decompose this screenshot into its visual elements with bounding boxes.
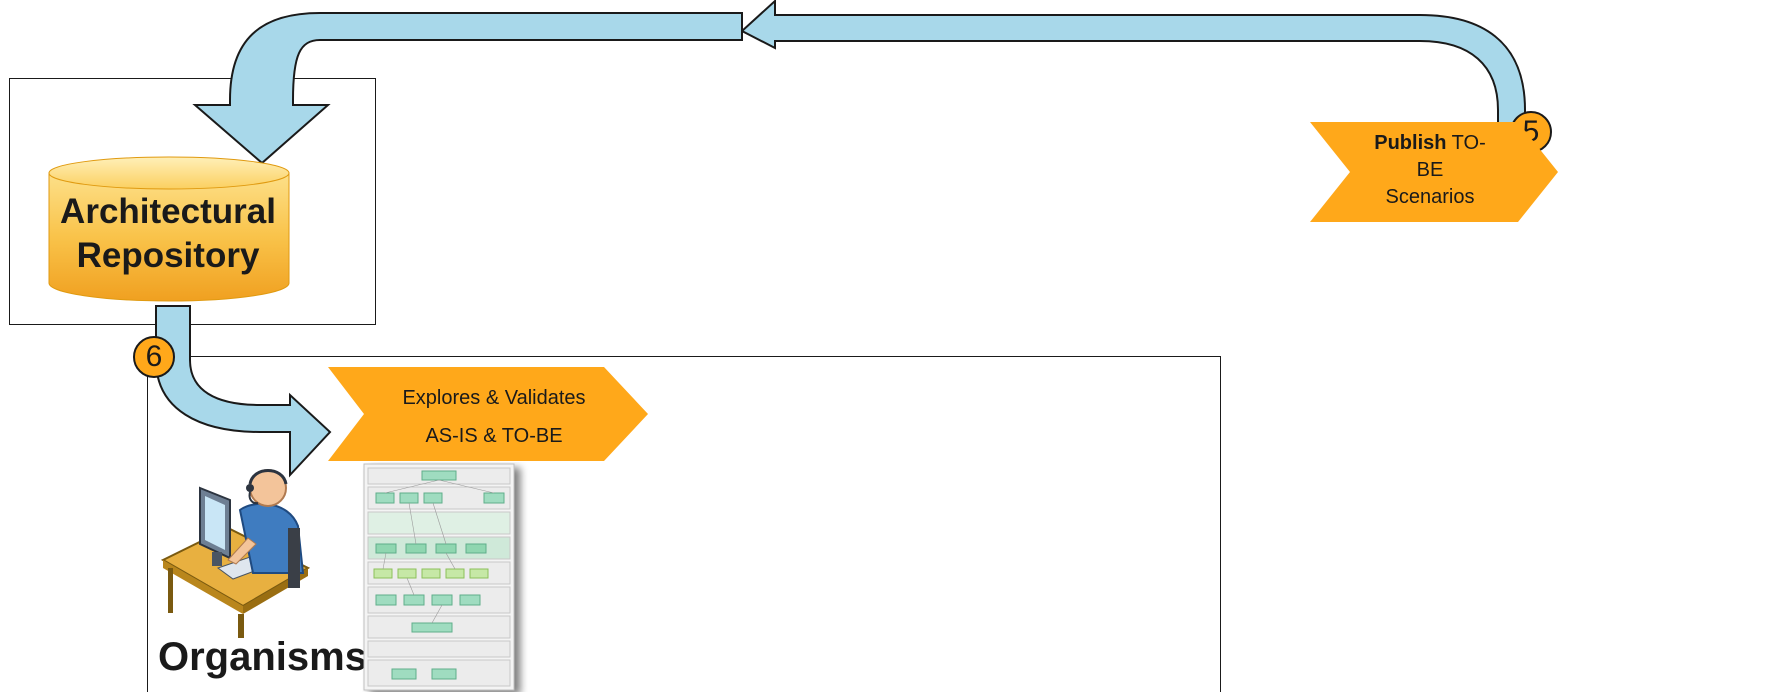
publish-chevron-line3: Scenarios <box>1385 186 1475 208</box>
architecture-diagram-thumbnail <box>363 463 515 691</box>
organisms-frame <box>147 356 1221 692</box>
publish-chevron-bold: Publish <box>1374 132 1447 154</box>
repository-cylinder <box>48 156 290 302</box>
step-6-badge: 6 <box>133 336 175 378</box>
repository-frame <box>9 78 376 325</box>
organisms-label: Organisms <box>158 635 367 679</box>
explore-chevron-text: Explores & Validates AS-IS & TO-BE <box>364 379 624 455</box>
publish-chevron-text: Publish TO- BE Scenarios <box>1355 130 1505 211</box>
publish-return-arrow-left <box>192 12 743 165</box>
explore-chevron-line2: AS-IS & TO-BE <box>425 425 563 447</box>
repository-label: Architectural Repository <box>50 190 286 278</box>
explore-chevron-line1: Explores & Validates <box>402 387 586 409</box>
publish-return-arrow-shape <box>740 0 1526 138</box>
user-at-computer-icon <box>160 469 311 638</box>
repository-label-line2: Repository <box>76 236 260 275</box>
publish-chevron-shape <box>1310 122 1558 222</box>
repository-label-line1: Architectural <box>60 192 276 231</box>
publish-chevron-line1: TO- <box>1446 132 1486 154</box>
explore-arrow-shape <box>155 305 332 478</box>
explore-chevron-shape <box>328 367 648 461</box>
publish-chevron-line2: BE <box>1416 159 1444 181</box>
